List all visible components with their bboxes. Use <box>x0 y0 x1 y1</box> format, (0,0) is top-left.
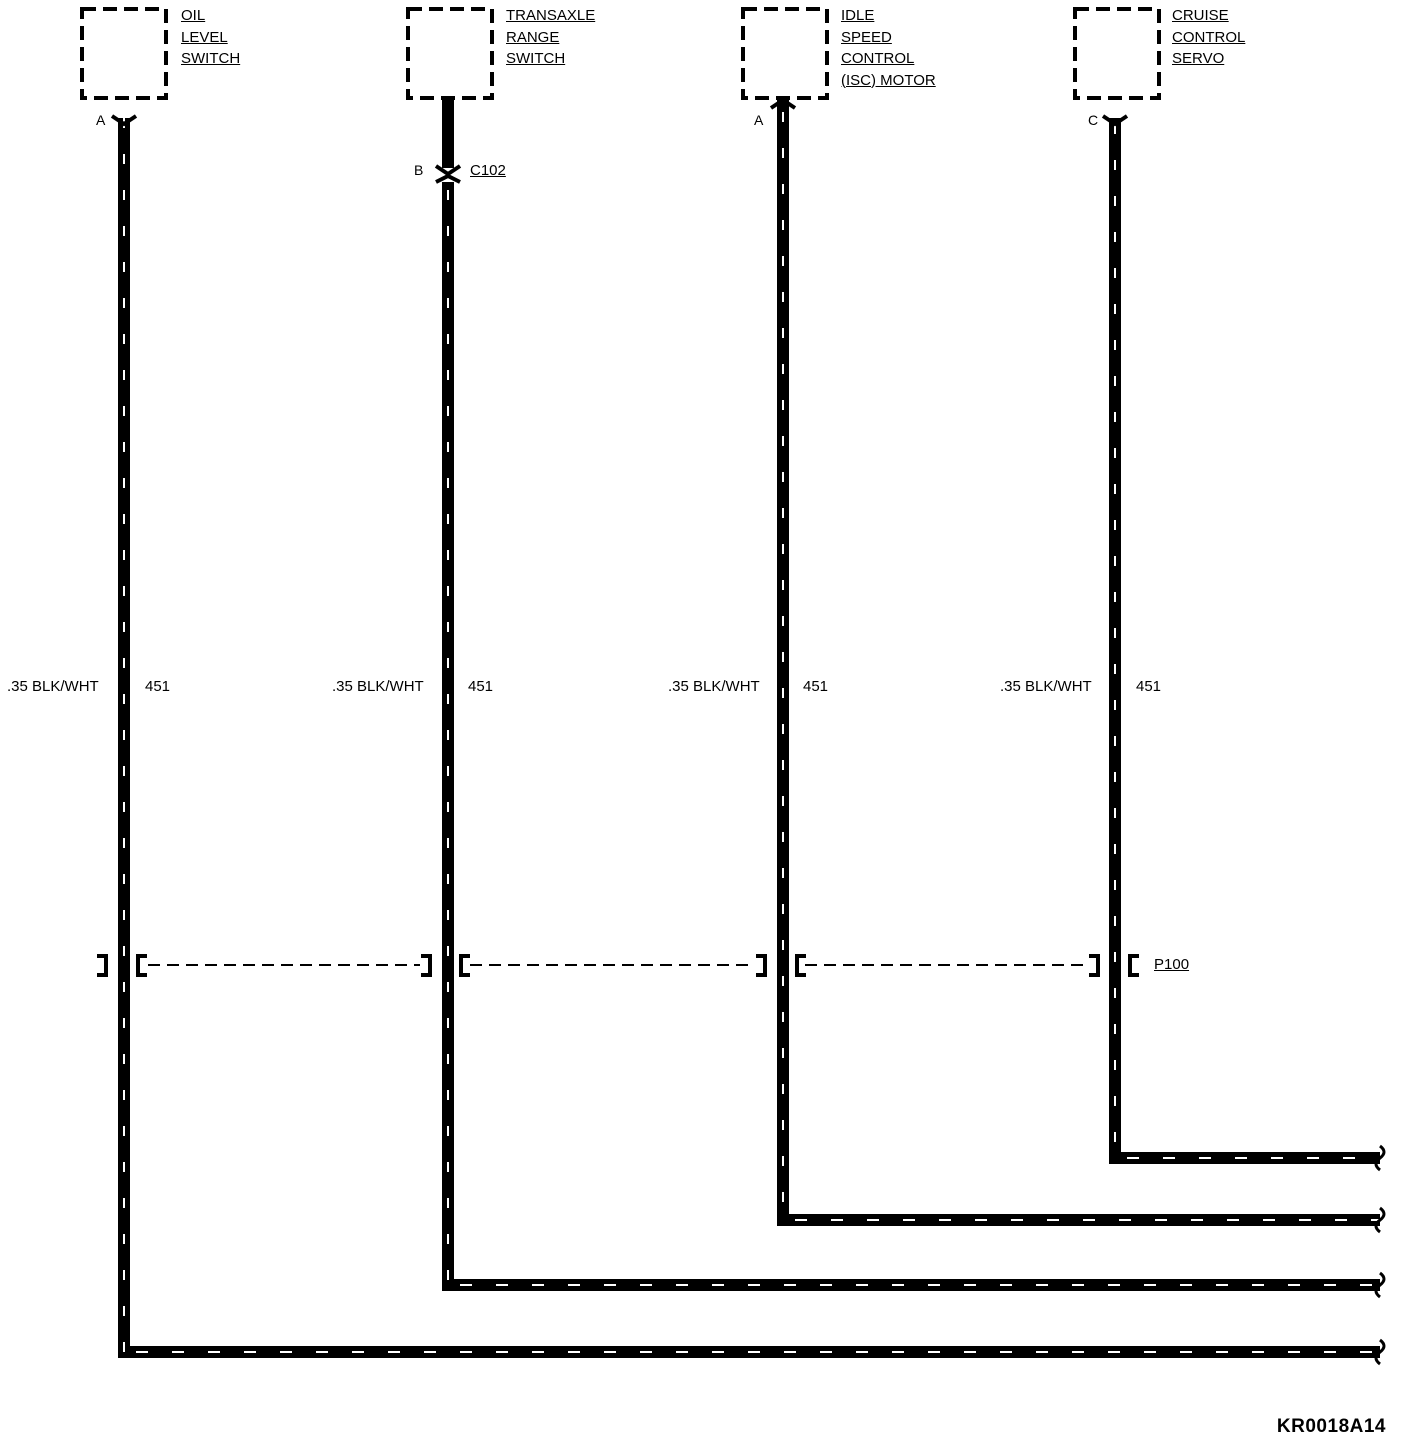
cruise-control-servo-label: CRUISE CONTROL SERVO <box>1172 5 1245 70</box>
circuit-number: 451 <box>1136 678 1162 695</box>
wire-cruise-servo <box>1101 114 1386 1172</box>
component-label-line: SPEED <box>841 28 892 46</box>
circuit-number: 451 <box>803 678 829 695</box>
p100-passthrough <box>97 954 1139 977</box>
wire-color-label: .35 BLK/WHT <box>332 678 424 695</box>
oil-level-switch-box <box>80 7 168 100</box>
circuit-number: 451 <box>145 678 171 695</box>
pin-label: B <box>414 162 424 178</box>
passthrough-label: P100 <box>1154 956 1190 973</box>
component-label-line: TRANSAXLE <box>506 7 596 24</box>
component-label-line: CONTROL <box>1172 28 1246 46</box>
pin-label: C <box>1088 112 1099 128</box>
isc-motor-label: IDLE SPEED CONTROL (ISC) MOTOR <box>841 5 936 91</box>
pin-label: A <box>754 112 764 128</box>
component-label-line: CONTROL <box>841 50 915 67</box>
cruise-control-servo-box <box>1073 7 1161 100</box>
connector-label: C102 <box>470 162 506 179</box>
component-label-line: (ISC) MOTOR <box>841 71 936 89</box>
component-label-line: SWITCH <box>181 50 241 67</box>
pin-label: A <box>96 112 106 128</box>
component-label-line: IDLE <box>841 7 875 24</box>
transaxle-range-switch-box <box>406 7 494 100</box>
wire-color-label: .35 BLK/WHT <box>7 678 99 695</box>
wire-transaxle-range <box>434 98 1386 1299</box>
isc-motor-box <box>741 7 829 100</box>
diagram-code: KR0018A14 <box>1276 1416 1386 1437</box>
wire-oil-level <box>110 114 1386 1366</box>
component-label-line: LEVEL <box>181 28 228 46</box>
component-label-line: RANGE <box>506 28 560 46</box>
oil-level-switch-label: OIL LEVEL SWITCH <box>181 5 240 70</box>
wire-isc-motor <box>769 97 1386 1234</box>
component-label-line: CRUISE <box>1172 7 1229 24</box>
wire-color-label: .35 BLK/WHT <box>668 678 760 695</box>
circuit-number: 451 <box>468 678 494 695</box>
component-label-line: SWITCH <box>506 50 566 67</box>
transaxle-range-switch-label: TRANSAXLE RANGE SWITCH <box>506 5 595 70</box>
component-label-line: OIL <box>181 7 206 24</box>
wire-color-label: .35 BLK/WHT <box>1000 678 1092 695</box>
component-label-line: SERVO <box>1172 50 1225 67</box>
